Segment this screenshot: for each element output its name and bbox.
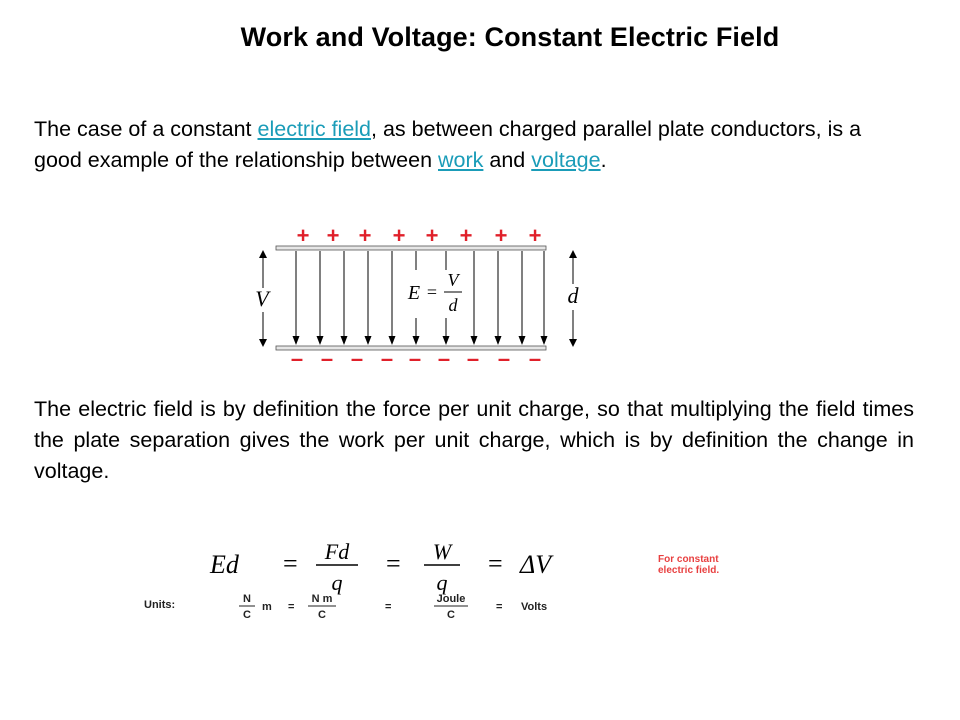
work-link[interactable]: work (438, 148, 484, 172)
distance-label: d (568, 283, 580, 308)
units-equals-3: = (496, 601, 502, 613)
minus-sign: – (529, 346, 541, 366)
work-voltage-equation: Ed = Fd q = W q = ΔV For constant electr… (144, 540, 719, 621)
field-line (340, 251, 348, 345)
eq-result: ΔV (519, 550, 554, 579)
field-lines (292, 251, 548, 345)
note-line-1: For constant (658, 554, 719, 565)
plus-sign: + (529, 226, 542, 248)
note-line-2: electric field. (658, 565, 719, 576)
unit3-numerator: Joule (437, 593, 466, 605)
eq-force-numerator: Fd (324, 540, 350, 564)
eq-equals-3: = (488, 549, 503, 578)
unit1-denominator: C (243, 609, 251, 621)
formula-numerator: V (448, 270, 461, 290)
formula-e: E (407, 282, 420, 304)
eq-equals-2: = (386, 549, 401, 578)
eq-equals-1: = (283, 549, 298, 578)
units-equals-1: = (288, 601, 294, 613)
field-line (388, 251, 396, 345)
voltage-label: V (255, 286, 271, 311)
field-line (540, 251, 548, 345)
minus-sign: – (438, 346, 450, 366)
voltage-dimension: V (255, 250, 271, 347)
voltage-link[interactable]: voltage (531, 148, 601, 172)
minus-sign: – (291, 346, 303, 366)
negative-charges: ––––––––– (291, 346, 541, 366)
eq-work-denominator: q (437, 570, 448, 595)
positive-charges: + + + + + + + + (297, 226, 542, 248)
field-line (470, 251, 478, 345)
parallel-plate-diagram: ++++++++ ––––––––– V d E = V d (255, 226, 580, 366)
plus-sign: + (359, 226, 372, 248)
eq-force-denominator: q (332, 570, 343, 595)
intro-text-mid: , as between charged parallel plate cond… (34, 117, 862, 172)
formula-equals: = (427, 282, 437, 302)
unit1-numerator: N (243, 593, 251, 605)
plus-sign: + (426, 226, 439, 248)
intro-paragraph: The case of a constant electric field, a… (34, 114, 914, 176)
top-plate (275, 245, 547, 251)
minus-sign: – (381, 346, 393, 366)
formula-denominator: d (449, 295, 459, 315)
unit2-numerator: N m (312, 593, 333, 605)
slide-title: Work and Voltage: Constant Electric Fiel… (240, 22, 780, 52)
field-line (292, 251, 300, 345)
plus-sign: + (460, 226, 473, 248)
minus-sign: – (321, 346, 333, 366)
units-label: Units: (144, 599, 175, 611)
electric-field-link[interactable]: electric field (257, 117, 372, 141)
unit1-meter: m (262, 601, 272, 613)
field-formula: E = V d (396, 270, 468, 318)
field-line (494, 251, 502, 345)
distance-dimension: d (568, 250, 580, 347)
intro-text-pre: The case of a constant (34, 117, 258, 141)
eq-lhs: Ed (209, 550, 240, 579)
minus-sign: – (351, 346, 363, 366)
eq-work-numerator: W (433, 540, 453, 564)
unit2-denominator: C (318, 609, 326, 621)
intro-text-end: . (600, 148, 607, 172)
plus-sign: + (393, 226, 406, 248)
minus-sign: – (409, 346, 421, 366)
field-line (518, 251, 526, 345)
unit3-denominator: C (447, 609, 455, 621)
minus-sign: – (467, 346, 479, 366)
plus-sign: + (495, 226, 508, 248)
units-equals-2: = (385, 601, 391, 613)
units-result: Volts (521, 601, 547, 613)
field-line (316, 251, 324, 345)
plus-sign: + (327, 226, 340, 248)
intro-text-and: and (483, 148, 532, 172)
field-line (364, 251, 372, 345)
bottom-plate (275, 345, 547, 351)
explanation-paragraph: The electric field is by definition the … (34, 397, 914, 483)
minus-sign: – (498, 346, 510, 366)
plus-sign: + (297, 226, 310, 248)
